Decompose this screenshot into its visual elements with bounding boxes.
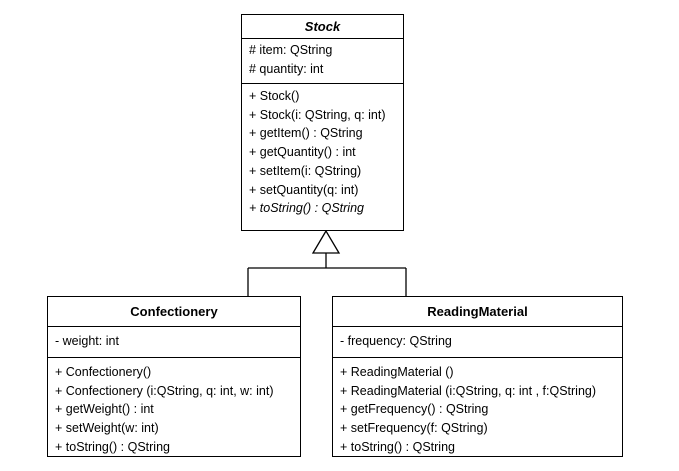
operation: + setWeight(w: int) (55, 421, 159, 436)
attribute: - frequency: QString (340, 334, 452, 348)
class-reading-material: ReadingMaterial - frequency: QString + R… (332, 296, 623, 457)
attributes-section: - weight: int (48, 327, 300, 357)
operations-section: + Stock() + Stock(i: QString, q: int) + … (242, 83, 403, 218)
operation: + getWeight() : int (55, 402, 154, 417)
class-name: Confectionery (48, 297, 300, 327)
operation: + ReadingMaterial () (340, 365, 454, 379)
class-confectionery: Confectionery - weight: int + Confection… (47, 296, 301, 457)
class-name: ReadingMaterial (333, 297, 622, 327)
operation: + Stock(i: QString, q: int) (249, 107, 386, 122)
operation: + Confectionery() (55, 365, 152, 379)
operation: + toString() : QString (340, 439, 455, 454)
operation: + getFrequency() : QString (340, 402, 489, 417)
class-name: Stock (242, 15, 403, 39)
attribute: - weight: int (55, 334, 119, 348)
operation: + Stock() (249, 89, 300, 103)
operation: + setFrequency(f: QString) (340, 421, 488, 436)
attributes-section: # item: QString # quantity: int (242, 39, 403, 83)
operations-section: + ReadingMaterial () + ReadingMaterial (… (333, 357, 622, 457)
abstract-operation: + toString() : QString (249, 201, 364, 216)
operation: + Confectionery (i:QString, q: int, w: i… (55, 383, 274, 398)
operation: + setItem(i: QString) (249, 163, 362, 178)
operation: + setQuantity(q: int) (249, 182, 359, 197)
operation: + ReadingMaterial (i:QString, q: int , f… (340, 383, 597, 398)
attribute: # quantity: int (249, 61, 324, 76)
generalization-arrowhead (311, 229, 341, 254)
operations-section: + Confectionery() + Confectionery (i:QSt… (48, 357, 300, 457)
operation: + getItem() : QString (249, 126, 363, 141)
operation: + toString() : QString (55, 439, 170, 454)
attributes-section: - frequency: QString (333, 327, 622, 357)
operation: + getQuantity() : int (249, 145, 356, 160)
class-stock: Stock # item: QString # quantity: int + … (241, 14, 404, 231)
attribute: # item: QString (249, 43, 333, 57)
